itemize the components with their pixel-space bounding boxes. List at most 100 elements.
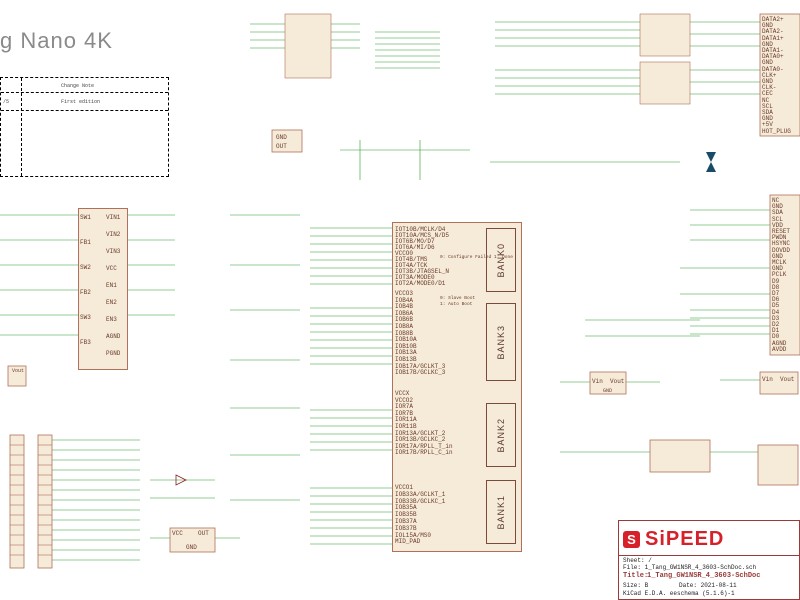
hdmi-pin-15: SDA: [762, 109, 773, 116]
reg-pin-right-7: AGND: [106, 333, 121, 340]
revision-row1-prefix: /5: [3, 99, 10, 105]
fpga-bot-pin-3: IOB35A: [395, 504, 417, 512]
tb-kicad: KiCad E.D.A. eeschema (5.1.6)-1: [623, 590, 735, 597]
hdmi-pin-7: GND: [762, 59, 773, 67]
fpga-bot-pin-6: IOB37B: [395, 524, 417, 532]
camera-pin-8: DOVDD: [772, 246, 791, 254]
camera-pin-4: VDD: [772, 221, 783, 229]
fpga-top-pin-8: IOT3A/MODE0: [395, 274, 435, 281]
ldo1-vin: Vin: [592, 378, 603, 385]
reg-pin-right-8: PGND: [106, 350, 121, 357]
ldo2-vin: Vin: [762, 376, 773, 383]
fpga-mid-pin-4: IOB6B: [395, 316, 414, 324]
camera-pin-18: D4: [772, 308, 780, 316]
camera-pin-1: GND: [772, 203, 783, 211]
reg-pin-right-2: VIN3: [106, 248, 121, 255]
fpga-low-pin-0: VCCX: [395, 390, 410, 397]
reg-pin-right-3: VCC: [106, 265, 117, 272]
reg-pin-left-0: SW1: [80, 214, 91, 221]
camera-pin-20: D2: [772, 321, 780, 328]
fpga-low-pin-2: IOR7A: [395, 403, 414, 411]
fpga-low-pin-6: IOR13A/GCLKT_2: [395, 429, 446, 437]
fpga-top-pin-6: IOT4A/TCK: [395, 262, 428, 269]
fpga-mid-pin-11: IOB17A/GCLKT_3: [395, 362, 446, 370]
tb-sheet: Sheet: /: [623, 557, 652, 564]
bank1-box: BANK1: [486, 480, 516, 544]
reg-pin-left-1: FB1: [80, 239, 91, 246]
camera-pin-15: D7: [772, 290, 780, 297]
fpga-top-pin-9: IOT2A/MODE0/D1: [395, 280, 446, 287]
tb-title: 1_Tang_GW1NSR_4_3603-SchDoc: [647, 572, 761, 580]
camera-pin-11: GND: [772, 265, 783, 273]
fpga-mid-pin-7: IOB10A: [395, 336, 417, 344]
revision-table: Change Note /5 First edition: [0, 77, 169, 177]
bank0-box: BANK0: [486, 228, 516, 292]
fpga-top-pin-1: IOT10A/MCS_N/D5: [395, 232, 450, 239]
fpga-low-pin-7: IOR13B/GCLKC_2: [395, 436, 446, 444]
hdmi-pin-16: GND: [762, 115, 773, 123]
fpga-top-pin-5: IOT4B/TMS: [395, 256, 428, 263]
tb-date: Date: 2021-08-11: [679, 582, 737, 589]
fpga-bot-pin-2: IOB33B/GCLKC_1: [395, 497, 446, 505]
fpga-mid-pin-2: IOB4B: [395, 303, 414, 311]
fpga-bot-pin-7: IOL15A/MS0: [395, 531, 432, 539]
fpga-bot-pin-0: VCCO1: [395, 484, 414, 491]
fpga-ic: [392, 222, 522, 552]
camera-pin-6: PWDN: [772, 234, 787, 242]
camera-pin-21: D1: [772, 327, 780, 335]
fpga-top-pin-3: IOT6A/MI/D6: [395, 244, 435, 251]
camera-pin-17: D5: [772, 302, 780, 310]
ldo2-vout: Vout: [780, 376, 795, 383]
hdmi-pin-5: DATA1-: [762, 47, 784, 54]
hdmi-pin-0: DATA2+: [762, 16, 784, 23]
hdmi-pin-10: GND: [762, 78, 773, 85]
camera-pin-3: SCL: [772, 215, 783, 223]
fpga-low-pin-4: IOR11A: [395, 416, 417, 424]
hdmi-pin-4: GND: [762, 40, 773, 48]
camera-pin-12: PCLK: [772, 271, 787, 279]
camera-pin-5: RESET: [772, 228, 791, 235]
fpga-mid-pin-10: IOB13B: [395, 356, 417, 363]
fpga-low-pin-3: IOR7B: [395, 409, 414, 417]
reg-small-gnd: GND: [276, 134, 287, 141]
fpga-mid-pin-6: IOB8B: [395, 329, 414, 337]
fpga-mid-pin-5: IOB8A: [395, 323, 414, 330]
fpga-bot-pin-4: IOB35B: [395, 511, 417, 519]
hdmi-pin-8: DATA0-: [762, 65, 784, 73]
camera-pin-16: D6: [772, 296, 780, 304]
ldo1-gnd: GND: [603, 388, 613, 394]
fpga-note-slave: 0: Slave Boot: [440, 296, 476, 301]
camera-pin-22: D0: [772, 333, 780, 341]
hdmi-pin-2: DATA2-: [762, 28, 784, 36]
fpga-low-pin-5: IOR11B: [395, 423, 417, 430]
fpga-mid-pin-12: IOB17B/GCLKC_3: [395, 369, 446, 377]
reg-pin-right-1: VIN2: [106, 231, 121, 238]
fpga-top-pin-0: IOT10B/MCLK/D4: [395, 226, 446, 233]
fpga-mid-pin-3: IOB6A: [395, 309, 414, 317]
hdmi-pin-3: DATA1+: [762, 34, 784, 42]
reg-vout-label: Vout: [12, 368, 25, 374]
fpga-mid-pin-1: IOB4A: [395, 296, 414, 304]
hdmi-pin-14: SCL: [762, 102, 773, 110]
fpga-low-pin-1: VCCO2: [395, 396, 414, 404]
reg-pin-right-4: EN1: [106, 282, 117, 289]
hdmi-pin-6: DATA0+: [762, 53, 784, 61]
camera-pin-24: AVDD: [772, 345, 787, 353]
tb-size: Size: B: [623, 582, 649, 589]
hdmi-pin-12: CEC: [762, 90, 773, 98]
fpga-bot-pin-5: IOB37A: [395, 518, 417, 525]
page-title: g Nano 4K: [0, 28, 113, 53]
hdmi-pin-11: CLK-: [762, 84, 777, 92]
revision-row1-note: First edition: [61, 99, 101, 105]
fpga-note-auto: 1: Auto Boot: [440, 302, 473, 307]
camera-pin-9: GND: [772, 252, 783, 260]
hdmi-pin-1: GND: [762, 22, 773, 30]
revision-col-header: Change Note: [61, 83, 95, 89]
sipeed-logo-text: SiPEED: [645, 528, 725, 550]
regulator-ic: [78, 208, 128, 370]
reg-pin-right-6: EN3: [106, 316, 117, 323]
reg-pin-left-5: FB3: [80, 339, 91, 346]
reg-pin-left-4: SW3: [80, 314, 91, 321]
fpga-top-pin-7: IOT3B/JTAGSEL_N: [395, 268, 450, 275]
